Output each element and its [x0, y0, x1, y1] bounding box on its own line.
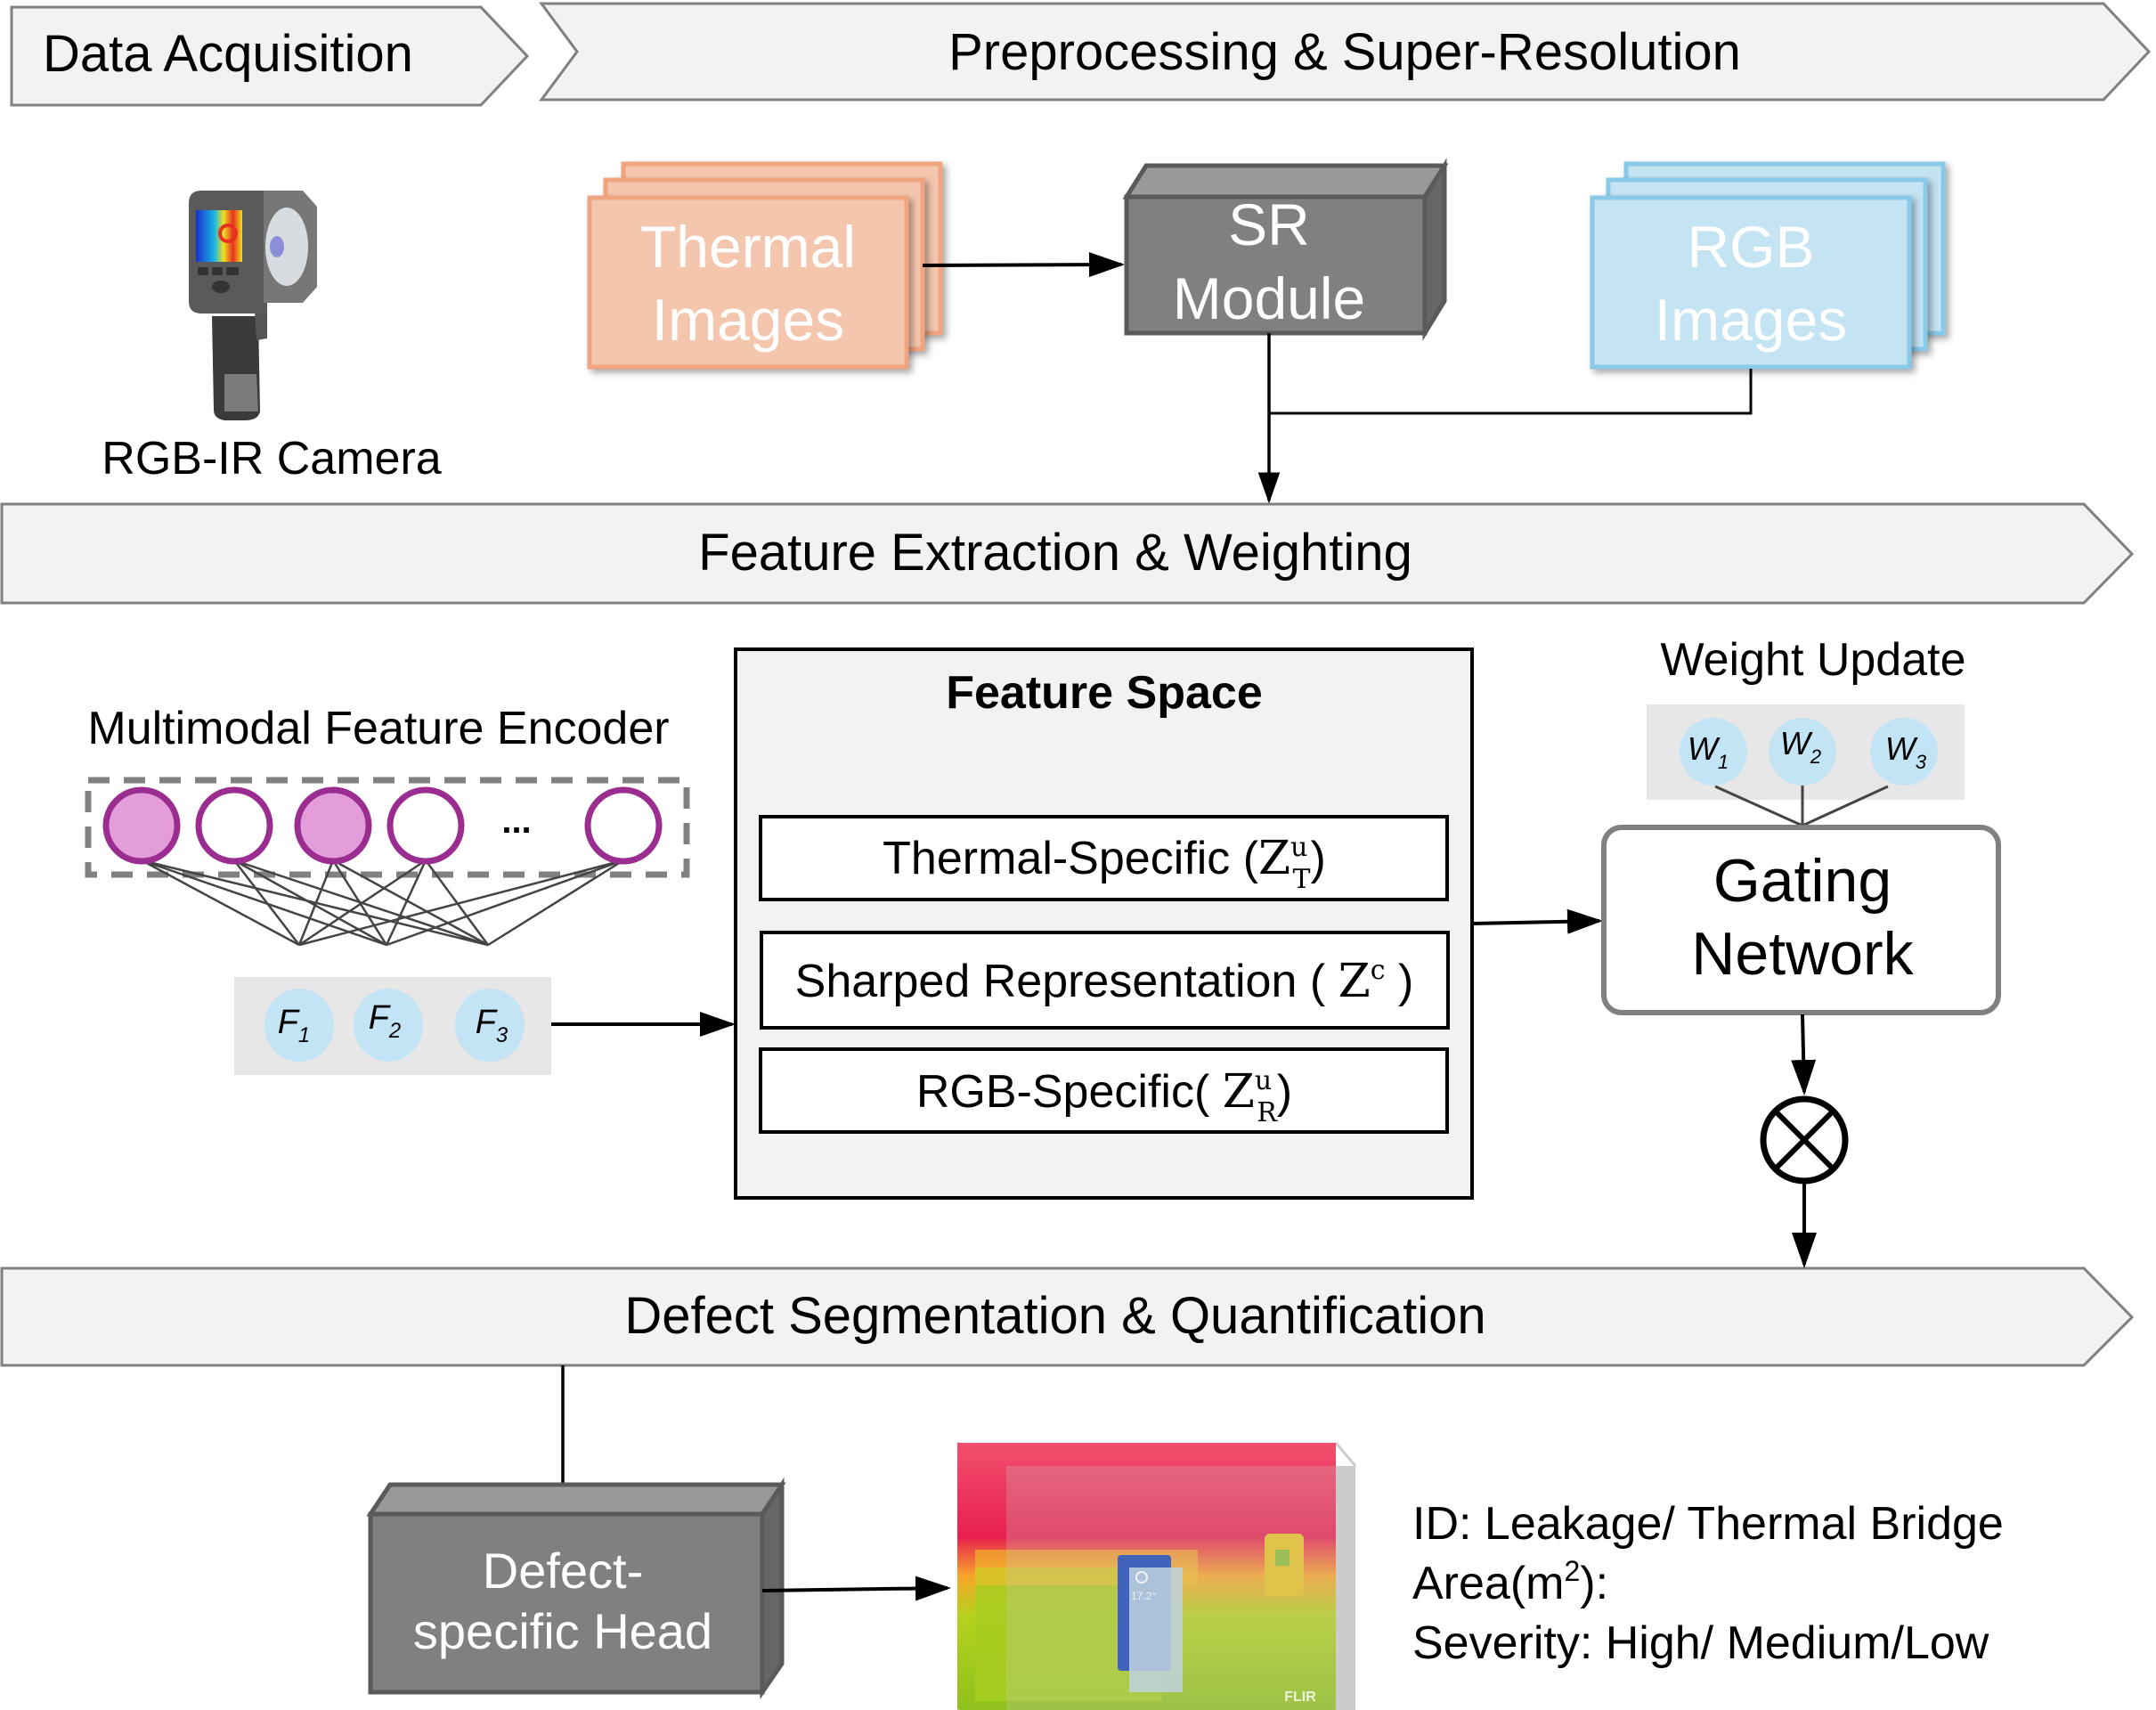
stage-data-acquisition: Data Acquisition	[10, 5, 530, 107]
svg-text:W1: W1	[1688, 730, 1729, 773]
output-id-line: ID: Leakage/ Thermal Bridge	[1412, 1498, 2004, 1550]
camera-label: RGB-IR Camera	[102, 433, 441, 484]
encoder-node-filled	[294, 786, 372, 865]
encoder-node-empty	[584, 786, 663, 865]
encoder-label: Multimodal Feature Encoder	[87, 703, 669, 754]
encoder-connections	[141, 859, 624, 947]
rgb-images-label-line2: Images	[1655, 287, 1847, 353]
encoder-input-box	[85, 777, 690, 878]
flir-logo: FLIR	[1284, 1690, 1316, 1705]
output-info: ID: Leakage/ Thermal Bridge Area(m2): Se…	[1412, 1498, 2004, 1669]
sr-module-label-line1: SR	[1228, 191, 1310, 257]
stage-data-acquisition-label: Data Acquisition	[43, 25, 413, 83]
stage-defect-segmentation: Defect Segmentation & Quantification	[0, 1266, 2135, 1367]
arrow-head-to-result	[761, 1576, 951, 1601]
connector-sr-rgb-to-feature-extraction	[1257, 333, 1753, 504]
otimes-icon	[1760, 1095, 1849, 1185]
weight-node-w3: W3	[1870, 718, 1938, 786]
defect-head-label-line1: Defect-	[483, 1543, 644, 1599]
feature-space-title: Feature Space	[946, 667, 1263, 719]
stage-preprocessing: Preprocessing & Super-Resolution	[539, 2, 2152, 102]
stage-feature-extraction-label: Feature Extraction & Weighting	[698, 524, 1412, 582]
weight-node-w1: W1	[1680, 718, 1747, 786]
weight-connections	[1714, 785, 1889, 827]
output-area-line: Area(m2):	[1412, 1555, 1608, 1609]
defect-specific-head[interactable]: Defect- specific Head	[366, 1477, 786, 1700]
arrow-gating-to-multiply	[1791, 1014, 1817, 1095]
stage-feature-extraction: Feature Extraction & Weighting	[0, 502, 2135, 605]
svg-text:RGB-Specific( ZuR): RGB-Specific( ZuR)	[916, 1065, 1292, 1128]
stage-preprocessing-label: Preprocessing & Super-Resolution	[948, 23, 1741, 81]
stage-defect-segmentation-label: Defect Segmentation & Quantification	[624, 1287, 1485, 1345]
sr-module[interactable]: SR Module	[1122, 158, 1449, 341]
feature-node-f3: F3	[455, 989, 525, 1062]
svg-text:F1: F1	[278, 1004, 311, 1047]
temperature-readout: 17.2°	[1131, 1590, 1156, 1602]
thermal-camera-icon	[189, 191, 317, 420]
weight-node-w2: W2	[1769, 718, 1836, 786]
feature-item-sharped-representation[interactable]: Sharped Representation ( Zc )	[760, 931, 1450, 1030]
feature-node-f2: F2	[354, 989, 423, 1062]
svg-text:W2: W2	[1780, 725, 1821, 768]
svg-text:Thermal-Specific (ZuT): Thermal-Specific (ZuT)	[883, 832, 1326, 895]
arrow-feature-space-to-gating	[1471, 908, 1603, 934]
encoder-nodes: ...	[102, 786, 663, 865]
gating-label-line1: Gating	[1713, 847, 1892, 915]
encoder-ellipsis: ...	[501, 802, 531, 841]
encoder-node-empty	[386, 786, 465, 865]
rgb-images-label-line1: RGB	[1687, 214, 1814, 280]
svg-text:Sharped Representation ( Zc ): Sharped Representation ( Zc )	[795, 955, 1414, 1008]
feature-node-f1: F1	[264, 989, 334, 1062]
gating-network[interactable]: Gating Network	[1601, 825, 2001, 1015]
rgb-images-stack[interactable]: RGB Images	[1590, 161, 1946, 370]
weight-update-label: Weight Update	[1660, 634, 1965, 686]
thermal-result-image: 17.2° FLIR	[956, 1441, 1357, 1710]
encoder-node-empty	[195, 786, 273, 865]
gating-label-line2: Network	[1691, 920, 1914, 988]
sr-module-label-line2: Module	[1173, 265, 1365, 331]
svg-text:W3: W3	[1885, 730, 1927, 773]
defect-head-label-line2: specific Head	[413, 1603, 712, 1659]
encoder-node-filled	[102, 786, 181, 865]
thermal-images-label-line1: Thermal	[640, 214, 856, 280]
thermal-images-stack[interactable]: Thermal Images	[587, 161, 943, 370]
svg-text:F2: F2	[369, 999, 402, 1043]
svg-text:F3: F3	[476, 1004, 508, 1047]
output-severity-line: Severity: High/ Medium/Low	[1412, 1617, 1989, 1669]
thermal-images-label-line2: Images	[652, 287, 844, 353]
